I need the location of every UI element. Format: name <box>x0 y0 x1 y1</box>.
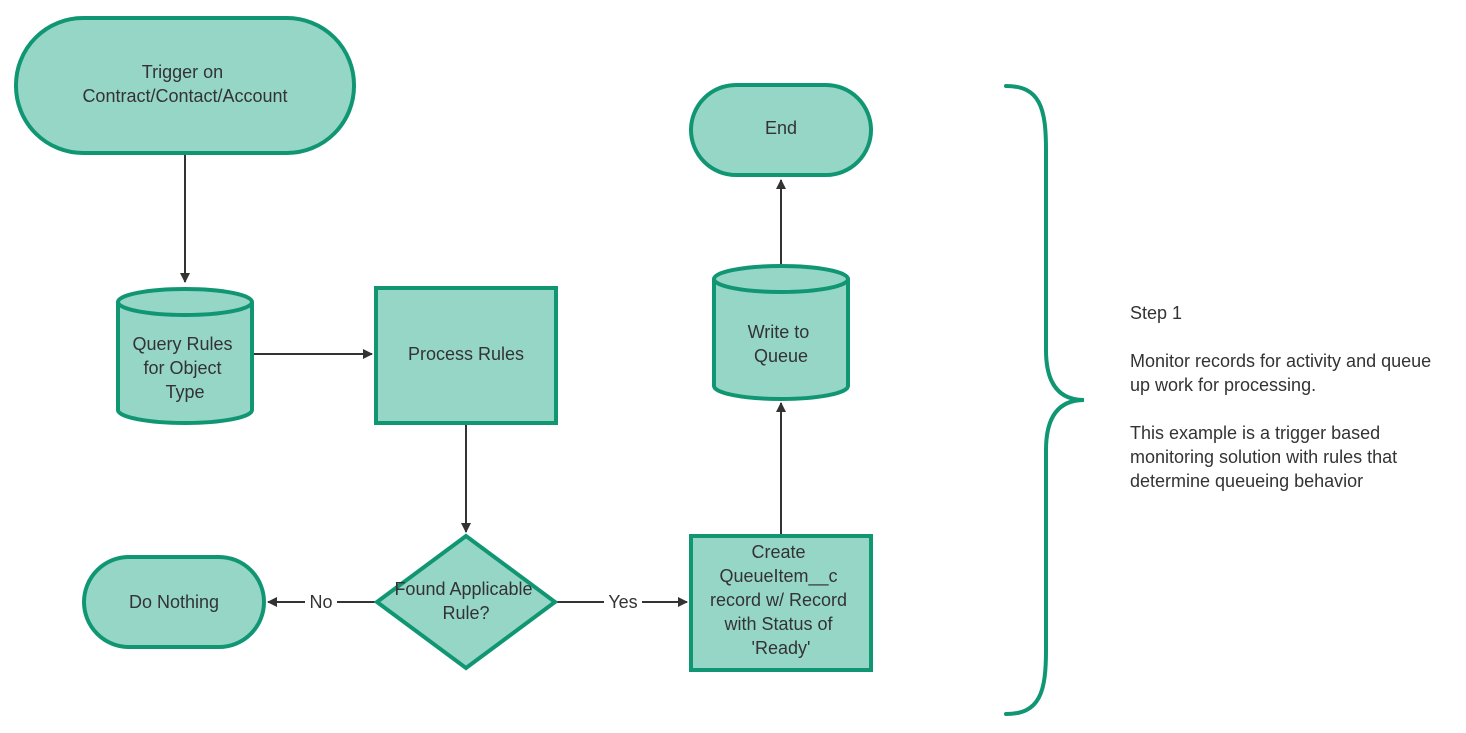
node-trigger-line-2: Contract/Contact/Account <box>82 86 287 106</box>
svg-text:Process Rules: Process Rules <box>408 344 524 364</box>
svg-text:Found Applicable Rule?: Found Applicable Rule? <box>394 579 537 623</box>
curly-brace <box>1004 84 1085 716</box>
node-create-queue-item: Create QueueItem__c record w/ Record wit… <box>689 534 873 672</box>
svg-text:Create QueueItem__c: Create QueueItem__c record w/ Record wit… <box>710 542 852 658</box>
edge-labels: No Yes <box>305 590 642 612</box>
node-query-rules: Query Rules for Object Type <box>116 287 254 425</box>
node-write-queue-line-1: Write to <box>748 322 810 342</box>
node-query-rules-line-2: for Object <box>143 358 221 378</box>
step-title: Step 1 <box>1130 303 1183 323</box>
node-query-rules-line-3: Type <box>165 382 204 402</box>
node-create-line-5: 'Ready' <box>752 638 811 658</box>
step-description: Monitor records for activity and queue u… <box>1130 351 1432 395</box>
edge-label-yes: Yes <box>608 592 637 612</box>
step-example: This example is a trigger based monitori… <box>1130 423 1398 491</box>
node-query-rules-line-1: Query Rules <box>132 334 232 354</box>
svg-text:Query Rules for Object: Query Rules for Object Type <box>132 334 237 402</box>
node-write-queue-line-2: Queue <box>754 346 808 366</box>
node-trigger: Trigger on Contract/Contact/Account <box>14 16 356 155</box>
node-decision: Found Applicable Rule? <box>373 533 559 671</box>
node-create-line-2: QueueItem__c <box>719 566 837 587</box>
node-do-nothing-line-1: Do Nothing <box>129 592 219 612</box>
node-trigger-line-1: Trigger on <box>142 62 223 82</box>
node-create-line-3: record w/ Record <box>710 590 847 610</box>
node-do-nothing: Do Nothing <box>82 555 266 649</box>
node-decision-line-2: Rule? <box>442 603 489 623</box>
svg-text:Trigger on Contract/Cont: Trigger on Contract/Contact/Account <box>82 62 287 106</box>
node-process-rules-line-1: Process Rules <box>408 344 524 364</box>
node-decision-line-1: Found Applicable <box>394 579 532 599</box>
step-note: Step 1 Monitor records for activity and … <box>1130 301 1450 517</box>
node-write-queue: Write to Queue <box>712 264 850 401</box>
svg-text:Do Nothing: Do Nothing <box>129 592 219 612</box>
node-create-line-4: with Status of <box>723 614 833 634</box>
node-end: End <box>689 83 873 177</box>
edge-label-no: No <box>309 592 332 612</box>
svg-text:Write to Queue: Write to Queue <box>748 322 815 366</box>
node-create-line-1: Create <box>751 542 805 562</box>
node-end-line-1: End <box>765 118 797 138</box>
svg-text:End: End <box>765 118 797 138</box>
node-process-rules: Process Rules <box>374 286 558 425</box>
